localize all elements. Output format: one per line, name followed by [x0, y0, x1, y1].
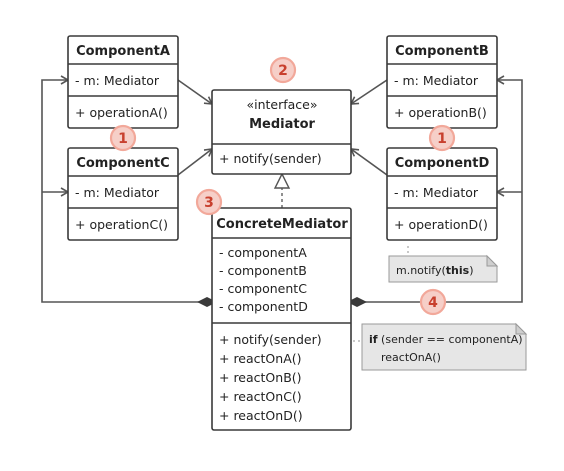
badge-label: 3: [204, 195, 214, 211]
concrete-mediator-method: + notify(sender): [219, 332, 322, 347]
mediator-name: Mediator: [249, 117, 315, 132]
svg-text:if (sender == componentA): if (sender == componentA): [369, 333, 523, 346]
class-component-d[interactable]: ComponentD - m: Mediator + operationD(): [386, 147, 498, 241]
note-if-keyword: if: [369, 333, 378, 346]
class-component-c[interactable]: ComponentC - m: Mediator + operationC(): [67, 147, 179, 241]
badge-3: 3: [195, 188, 223, 216]
badge-1-left: 1: [109, 124, 137, 152]
class-component-a[interactable]: ComponentA - m: Mediator + operationA(): [67, 35, 179, 129]
badge-4: 4: [419, 288, 447, 316]
component-d-method: + operationD(): [394, 217, 488, 232]
component-a-name: ComponentA: [76, 44, 170, 59]
concrete-mediator-method: + reactOnA(): [219, 351, 302, 366]
component-b-name: ComponentB: [395, 44, 489, 59]
class-component-b[interactable]: ComponentB - m: Mediator + operationB(): [386, 35, 498, 129]
association-c-to-mediator: [177, 148, 214, 176]
concrete-mediator-field: - componentD: [219, 299, 308, 314]
concrete-mediator-field: - componentA: [219, 245, 307, 260]
note-notify-suffix: ): [469, 264, 473, 277]
badge-label: 1: [437, 131, 447, 147]
association-a-to-mediator: [177, 79, 214, 105]
realization-triangle: [273, 172, 291, 189]
component-a-method: + operationA(): [75, 105, 168, 120]
component-d-name: ComponentD: [395, 156, 490, 171]
concrete-mediator-field: - componentC: [219, 281, 307, 296]
badge-2: 2: [269, 56, 297, 84]
component-b-method: + operationB(): [394, 105, 487, 120]
association-d-to-mediator: [349, 148, 388, 176]
class-concrete-mediator[interactable]: ConcreteMediator - componentA - componen…: [211, 207, 352, 431]
component-a-field: - m: Mediator: [75, 73, 160, 88]
association-b-to-mediator: [349, 79, 388, 105]
badge-label: 1: [118, 131, 128, 147]
component-b-field: - m: Mediator: [394, 73, 479, 88]
aggregation-line-left: [41, 75, 212, 303]
mediator-method: + notify(sender): [219, 151, 322, 166]
component-c-name: ComponentC: [76, 156, 169, 171]
aggregation-diamond-right: [347, 297, 367, 307]
concrete-mediator-method: + reactOnC(): [219, 389, 302, 404]
badge-label: 4: [428, 295, 438, 311]
class-mediator[interactable]: «interface» Mediator + notify(sender): [211, 89, 352, 175]
note-if-condition: (sender == componentA): [378, 333, 523, 346]
note-if-sender: if (sender == componentA) reactOnA(): [361, 322, 528, 371]
badge-label: 2: [278, 63, 288, 79]
note-notify-prefix: m.notify(: [396, 264, 446, 277]
mediator-stereotype: «interface»: [246, 97, 317, 112]
note-notify-keyword: this: [446, 264, 470, 277]
note-if-body: reactOnA(): [381, 351, 441, 364]
concrete-mediator-method: + reactOnB(): [219, 370, 302, 385]
component-c-field: - m: Mediator: [75, 185, 160, 200]
component-d-field: - m: Mediator: [394, 185, 479, 200]
note-notify: m.notify(this): [388, 254, 499, 283]
component-c-method: + operationC(): [75, 217, 168, 232]
badge-1-right: 1: [428, 124, 456, 152]
concrete-mediator-name: ConcreteMediator: [216, 217, 348, 232]
concrete-mediator-field: - componentB: [219, 263, 307, 278]
concrete-mediator-method: + reactOnD(): [219, 408, 303, 423]
svg-text:m.notify(this): m.notify(this): [396, 264, 473, 277]
